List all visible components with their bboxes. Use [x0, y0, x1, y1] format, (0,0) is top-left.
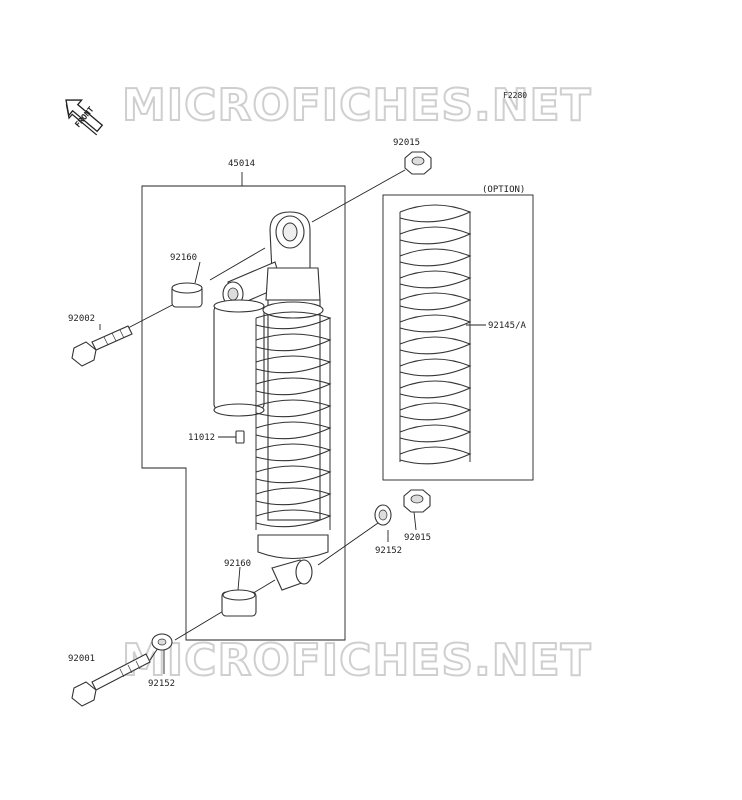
leader-92160-top: [194, 261, 201, 284]
watermark-top: MICROFICHES.NET: [122, 80, 592, 131]
bushing-92160-top: [171, 282, 203, 308]
leader-bolt-bottom: [149, 647, 159, 661]
label-92015-bottom: 92015: [404, 533, 431, 543]
shock-spring: [255, 311, 332, 530]
leader-bolt-top: [127, 301, 179, 329]
leader-92015-bottom: [413, 511, 417, 531]
label-92160-top: 92160: [170, 253, 197, 263]
nut-92015-bottom: [403, 489, 431, 513]
option-box: [382, 194, 534, 481]
leader-92160-bottom: [237, 566, 241, 591]
bolt-92002: [71, 325, 133, 367]
label-92145: 92145/A: [488, 321, 527, 331]
option-label: (OPTION): [482, 185, 525, 195]
leader-92015-top: [311, 169, 406, 223]
diagram-code: F2280: [503, 91, 527, 100]
leader-bush-top: [209, 247, 266, 281]
option-spring: [399, 204, 472, 465]
label-11012: 11012: [188, 433, 215, 443]
bushing-92160-bottom: [221, 589, 257, 617]
shock-absorber: [213, 211, 329, 559]
label-92015-top: 92015: [393, 138, 420, 148]
label-92160-bottom: 92160: [224, 559, 251, 569]
label-92152-left: 92152: [148, 679, 175, 689]
washer-92152-left: [151, 633, 173, 651]
label-92002: 92002: [68, 314, 95, 324]
label-92001: 92001: [68, 654, 95, 664]
bolt-92001: [71, 653, 151, 707]
front-arrow-icon: [65, 99, 104, 136]
cap-11012: [235, 430, 245, 444]
watermark-bottom: MICROFICHES.NET: [122, 635, 592, 686]
nut-92015-top: [404, 151, 432, 175]
leader-lower-right: [317, 522, 379, 566]
label-45014: 45014: [228, 159, 255, 169]
collar-lower: [271, 559, 313, 591]
assembly-bracket: [141, 185, 346, 641]
label-92152-right: 92152: [375, 546, 402, 556]
washer-92152-right: [374, 504, 392, 526]
